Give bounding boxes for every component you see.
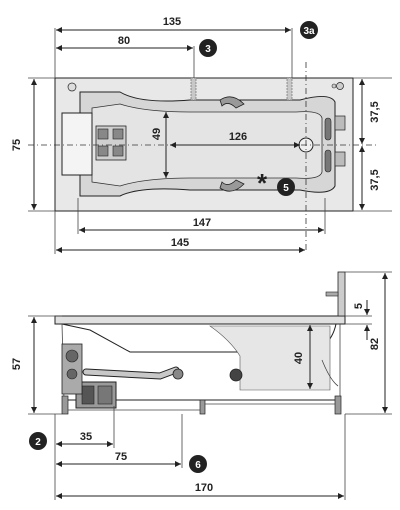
callout-5-badge <box>277 178 295 196</box>
callout-6-badge <box>189 455 207 473</box>
jet-nozzle-left <box>172 368 184 380</box>
callout-3-badge <box>199 39 217 57</box>
dim-75-side: 75 <box>115 451 127 463</box>
dim-80: 80 <box>118 35 130 47</box>
pipe <box>83 367 179 379</box>
jet-panel <box>95 125 127 161</box>
jet-bottom <box>219 179 245 192</box>
corner-fitting <box>67 82 77 92</box>
tub-rim <box>54 315 346 325</box>
leg-left <box>61 395 69 415</box>
dim-126: 126 <box>229 131 247 143</box>
dim-57: 57 <box>11 358 23 370</box>
leg-middle <box>199 399 206 415</box>
dim-35: 35 <box>80 431 92 443</box>
callout-3a: 3a <box>303 26 315 37</box>
faucet-column <box>337 271 346 317</box>
dim-49: 49 <box>151 128 163 140</box>
callout-5: 5 <box>283 183 289 194</box>
faucet-spout <box>325 291 339 297</box>
star-marker: * <box>257 168 268 198</box>
pump-motor <box>61 343 117 409</box>
callout-6: 6 <box>195 460 201 471</box>
dim-75: 75 <box>11 139 23 151</box>
dim-145: 145 <box>171 237 189 249</box>
tub-inner-shade <box>209 325 331 391</box>
callout-2-badge <box>29 432 47 450</box>
jet-nozzle-right <box>229 368 243 382</box>
dim-147: 147 <box>193 217 211 229</box>
callout-3a-badge <box>300 21 318 39</box>
dim-135: 135 <box>163 16 181 28</box>
callout-2: 2 <box>35 437 41 448</box>
dim-5: 5 <box>353 303 365 309</box>
dim-37-5-top: 37,5 <box>369 101 381 122</box>
headrest-pillow <box>61 112 93 176</box>
leg-right <box>334 395 342 415</box>
dim-40: 40 <box>293 352 305 364</box>
jet-strip-right <box>286 77 293 101</box>
jet-top <box>219 96 245 109</box>
dim-37-5-bottom: 37,5 <box>369 169 381 190</box>
dim-82: 82 <box>369 338 381 350</box>
side-fittings <box>324 82 346 173</box>
jet-strip-left <box>190 77 197 101</box>
callout-3: 3 <box>205 44 211 55</box>
top-view: 135 80 3a 3 126 49 * 5 147 145 7 <box>11 16 392 254</box>
overflow-pipe <box>321 359 339 387</box>
side-view: 57 82 5 40 35 75 170 2 6 <box>11 271 392 500</box>
dim-170: 170 <box>195 482 213 494</box>
